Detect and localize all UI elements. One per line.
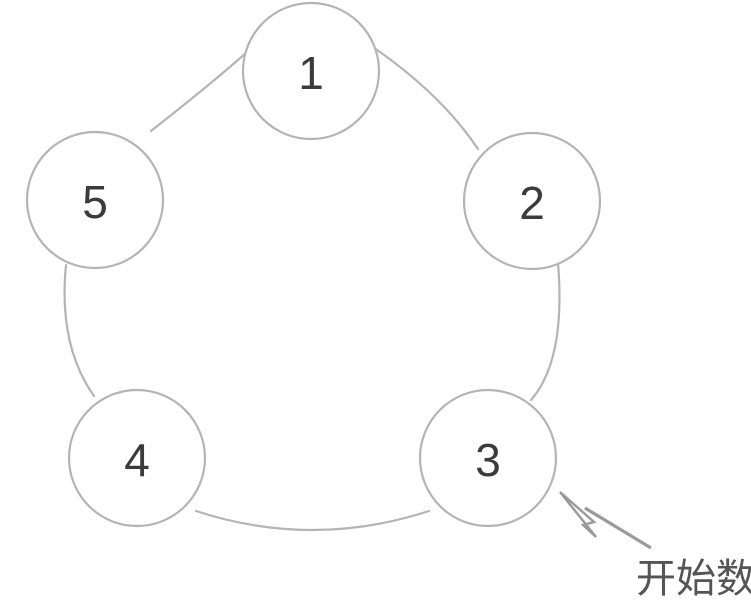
node-1[interactable]: 1	[241, 1, 381, 141]
arrow-shaft	[584, 506, 652, 550]
arrow-head-icon	[559, 491, 597, 538]
start-node-annotation-label: 开始数	[636, 556, 751, 602]
connection-1-to-2	[365, 41, 480, 151]
node-5-circle[interactable]	[25, 130, 165, 270]
node-1-label: 1	[298, 47, 324, 99]
connection-3-to-4	[194, 509, 431, 532]
node-4-label: 4	[124, 434, 150, 486]
node-3-label: 3	[475, 434, 501, 486]
node-2[interactable]: 2	[462, 131, 602, 271]
node-3[interactable]: 3	[418, 388, 558, 528]
node-3-circle[interactable]	[418, 388, 558, 528]
connection-5-to-1	[149, 40, 260, 133]
node-2-circle[interactable]	[462, 131, 602, 271]
node-4[interactable]: 4	[67, 388, 207, 528]
start-node-annotation-arrow	[559, 491, 652, 550]
node-4-circle[interactable]	[67, 388, 207, 528]
node-2-label: 2	[519, 177, 545, 229]
node-5-label: 5	[82, 176, 108, 228]
node-5[interactable]: 5	[25, 130, 165, 270]
node-1-circle[interactable]	[241, 1, 381, 141]
connection-4-to-5	[63, 263, 96, 398]
connection-2-to-3	[529, 261, 561, 402]
